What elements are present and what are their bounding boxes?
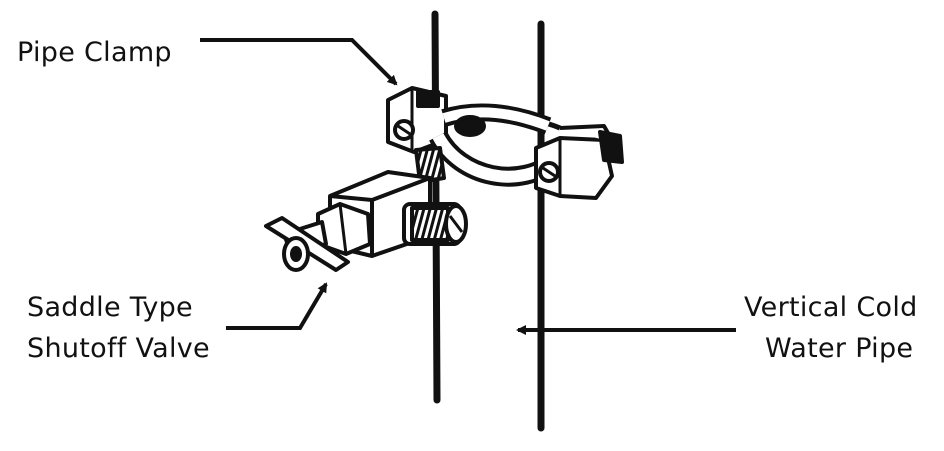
pipe-clamp — [386, 86, 624, 200]
water-pipe-label-line1: Vertical Cold — [744, 292, 918, 323]
saddle-valve — [264, 146, 468, 272]
pipe-clamp-leader — [200, 38, 398, 86]
water-pipe-label-line2: Water Pipe — [765, 333, 914, 364]
saddle-valve-label-line1: Saddle Type — [27, 292, 193, 323]
pipe-clamp-label: Pipe Clamp — [17, 37, 172, 68]
saddle-valve-label-line2: Shutoff Valve — [27, 333, 210, 364]
saddle-valve-leader — [226, 282, 328, 330]
